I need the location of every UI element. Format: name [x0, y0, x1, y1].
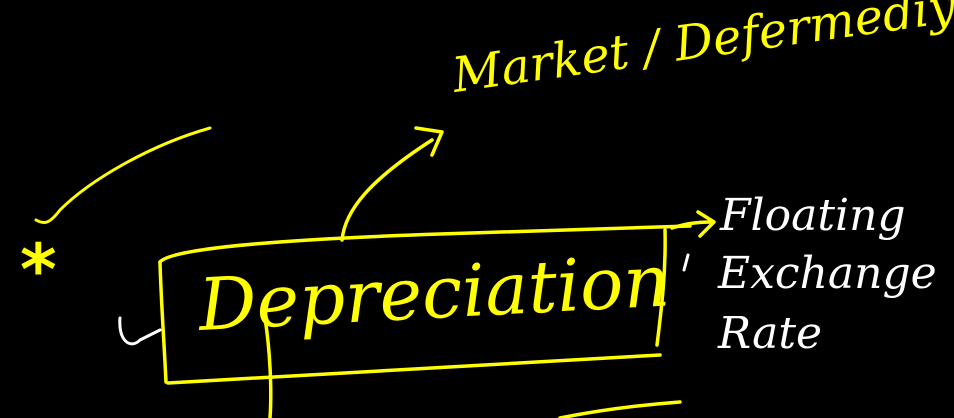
- market-label: Market / Defermediy: [448, 0, 954, 104]
- floating-line-2: Exchange: [717, 248, 937, 299]
- descender-loop: [263, 316, 273, 418]
- arrowhead-up: [414, 126, 444, 157]
- box-left-side: [158, 260, 168, 384]
- box-bottom-stroke: [166, 353, 662, 385]
- bottom-edge-stroke: [558, 400, 682, 418]
- white-hook: [118, 316, 162, 346]
- star-mark: *: [20, 229, 57, 311]
- right-arrowhead: [696, 210, 716, 238]
- white-tick: [682, 253, 690, 272]
- box-right-side: [655, 228, 667, 347]
- box-top-stroke: [158, 224, 692, 264]
- floating-line-3: Rate: [717, 308, 822, 359]
- curved-arrow-up: [340, 138, 434, 242]
- floating-line-1: Floating: [719, 190, 906, 241]
- right-arrow-shaft: [670, 220, 714, 230]
- check-stroke: [34, 126, 212, 224]
